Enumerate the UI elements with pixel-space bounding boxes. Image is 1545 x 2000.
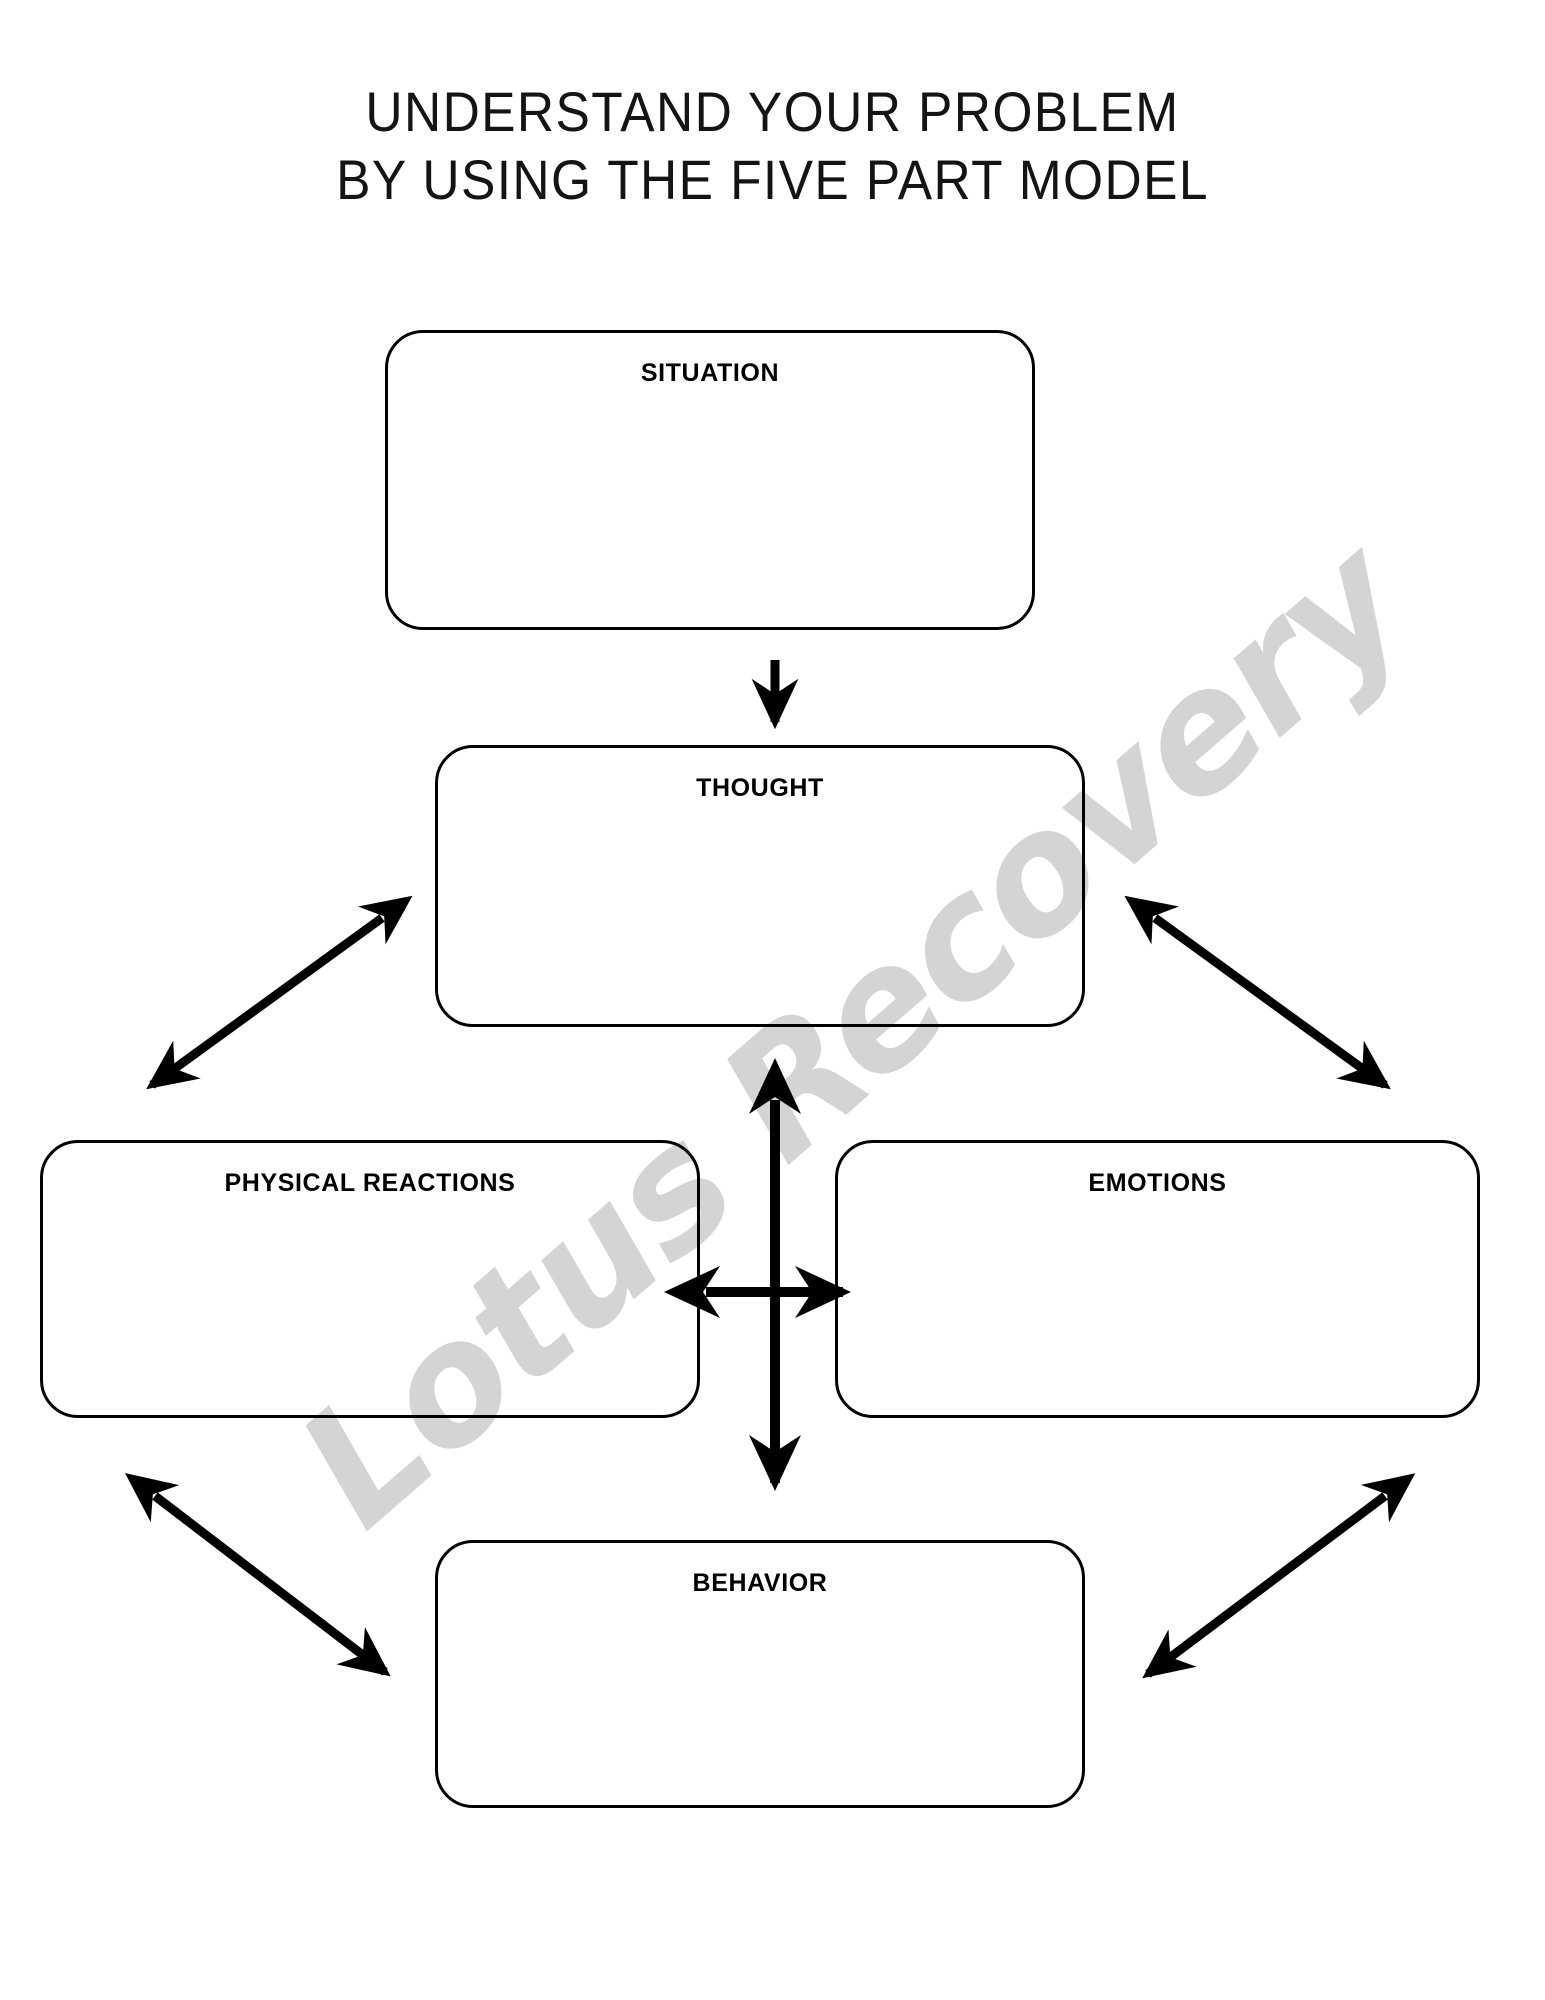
arrow-physical-behavior [124,1473,391,1677]
box-situation[interactable]: SITUATION [385,330,1035,630]
box-behavior-label: BEHAVIOR [692,1569,828,1597]
box-thought[interactable]: THOUGHT [435,745,1085,1027]
arrow-thought-emotions [1124,895,1391,1090]
box-physical-reactions-label: PHYSICAL REACTIONS [224,1169,516,1197]
box-emotions-label: EMOTIONS [1088,1169,1227,1197]
box-physical-reactions[interactable]: PHYSICAL REACTIONS [40,1140,700,1418]
page-title: UNDERSTAND YOUR PROBLEM BY USING THE FIV… [0,78,1545,214]
box-thought-label: THOUGHT [696,774,824,802]
box-emotions[interactable]: EMOTIONS [835,1140,1480,1418]
page-title-line-1: UNDERSTAND YOUR PROBLEM [365,80,1180,143]
arrow-thought-physical [146,895,413,1090]
box-behavior[interactable]: BEHAVIOR [435,1540,1085,1808]
arrow-emotions-behavior [1142,1473,1416,1679]
page-title-line-2: BY USING THE FIVE PART MODEL [336,148,1209,211]
box-situation-label: SITUATION [640,359,780,387]
